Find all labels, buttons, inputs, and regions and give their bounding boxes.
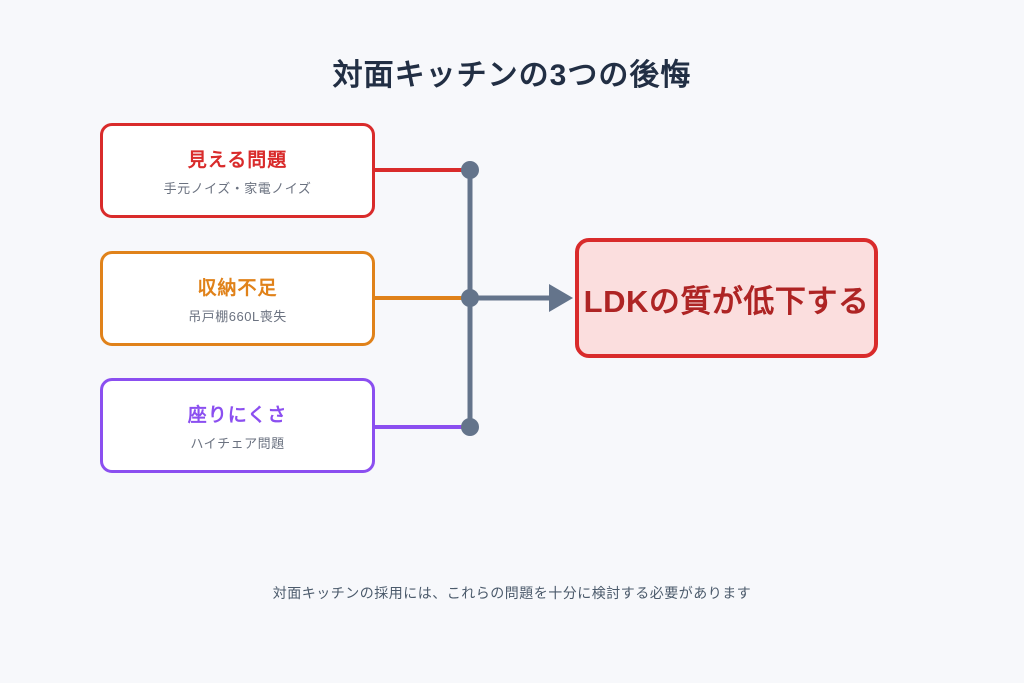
cause-label: 見える問題	[187, 149, 288, 171]
cause-sublabel: ハイチェア問題	[190, 435, 285, 451]
cause-label: 座りにくさ	[187, 404, 288, 426]
page-title: 対面キッチンの3つの後悔	[332, 59, 692, 92]
arrowhead-icon	[549, 284, 573, 312]
cause-box-visibility: 見える問題 手元ノイズ・家電ノイズ	[100, 123, 375, 218]
footer-note: 対面キッチンの採用には、これらの問題を十分に検討する必要があります	[272, 585, 752, 601]
result-box: LDKの質が低下する	[575, 238, 878, 358]
cause-sublabel: 手元ノイズ・家電ノイズ	[163, 180, 312, 196]
cause-label: 収納不足	[197, 277, 278, 299]
junction-dot-middle	[461, 289, 479, 307]
junction-dot-bottom	[461, 418, 479, 436]
result-label: LDKの質が低下する	[583, 283, 870, 319]
cause-box-seating: 座りにくさ ハイチェア問題	[100, 378, 375, 473]
cause-sublabel: 吊戸棚660L喪失	[188, 308, 287, 324]
junction-dot-top	[461, 161, 479, 179]
cause-box-storage: 収納不足 吊戸棚660L喪失	[100, 251, 375, 346]
